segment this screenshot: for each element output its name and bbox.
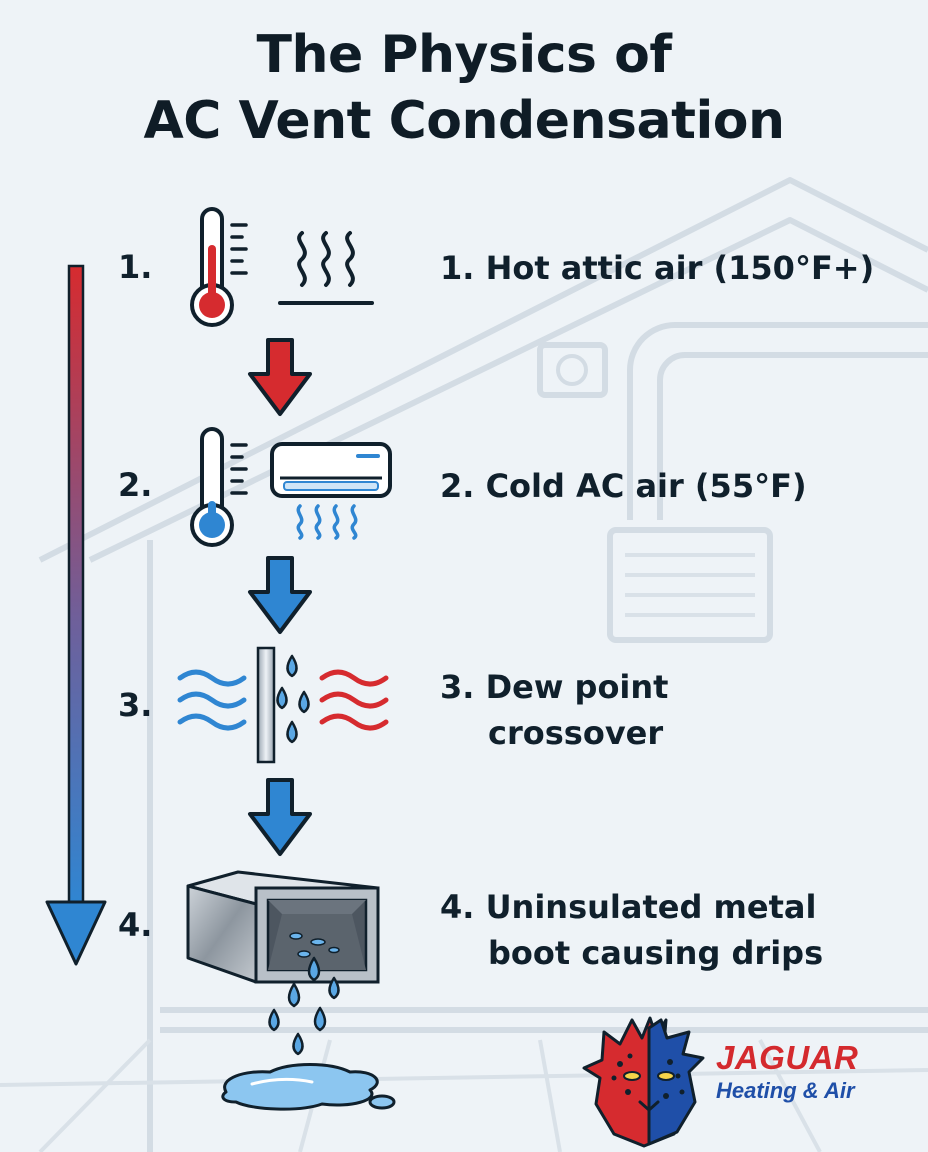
thermometer-hot-icon — [190, 207, 248, 327]
page-title: The Physics of AC Vent Condensation — [0, 22, 928, 154]
ac-unit-icon — [270, 442, 392, 498]
cold-air-waves-icon — [177, 669, 247, 731]
logo-brand: JAGUAR — [716, 1039, 859, 1076]
step-2-label: 2. Cold AC air (55°F) — [440, 463, 807, 509]
blue-down-arrow-icon — [248, 556, 312, 634]
jaguar-logo-icon — [582, 1016, 705, 1148]
step-1-label: 1. Hot attic air (150°F+) — [440, 245, 874, 291]
glass-pane-droplets-icon — [256, 646, 310, 764]
step-3-number: 3. — [118, 686, 153, 724]
thermometer-cold-icon — [190, 427, 248, 547]
step-4-label-line-2: boot causing drips — [488, 934, 824, 972]
water-drips-icon — [268, 956, 340, 1056]
company-logo-text: JAGUAR Heating & Air — [716, 1040, 896, 1104]
red-down-arrow-icon — [248, 338, 312, 416]
water-puddle-icon — [221, 1063, 396, 1111]
step-1-number: 1. — [118, 248, 153, 286]
step-2-number: 2. — [118, 466, 153, 504]
logo-subtitle: Heating & Air — [716, 1078, 855, 1103]
title-line-2: AC Vent Condensation — [143, 91, 785, 151]
step-3-label-line-1: 3. Dew point — [440, 668, 669, 706]
step-3-label-line-2: crossover — [488, 714, 664, 752]
step-3-label: 3. Dew point crossover — [440, 664, 668, 756]
blue-down-arrow-icon — [248, 778, 312, 856]
step-1-label-line: 1. Hot attic air (150°F+) — [440, 249, 875, 287]
cold-air-icon — [296, 504, 358, 540]
gradient-timeline-arrow-icon — [45, 264, 107, 966]
step-4-label-line-1: 4. Uninsulated metal — [440, 888, 817, 926]
heat-waves-icon — [278, 231, 374, 305]
step-4-label: 4. Uninsulated metal boot causing drips — [440, 884, 823, 976]
hot-air-waves-icon — [319, 669, 389, 731]
step-2-label-line: 2. Cold AC air (55°F) — [440, 467, 807, 505]
step-4-number: 4. — [118, 906, 153, 944]
title-line-1: The Physics of — [256, 25, 672, 85]
